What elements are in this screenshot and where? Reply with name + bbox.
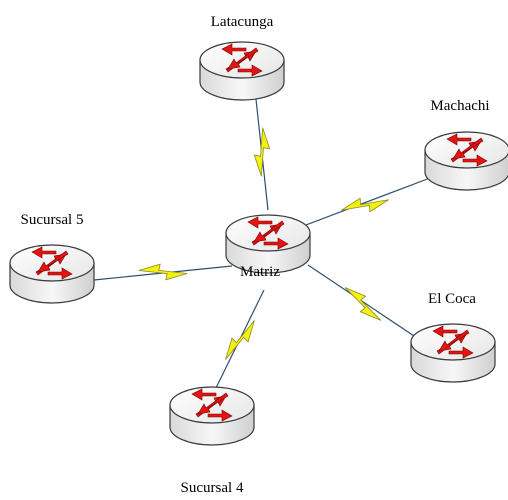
serial-link-lightning-icon <box>339 188 391 222</box>
serial-link-lightning-icon <box>137 261 189 283</box>
node-label-sucursal-5: Sucursal 5 <box>21 212 84 228</box>
router-icon <box>169 386 255 446</box>
link-el-coca <box>307 264 421 341</box>
node-label-machachi: Machachi <box>430 98 489 114</box>
router-icon <box>9 244 95 304</box>
link-sucursal-5 <box>93 261 233 283</box>
router-icon <box>199 41 285 101</box>
router-sucursal-4: Sucursal 4 <box>169 386 255 496</box>
node-label-sucursal-4: Sucursal 4 <box>181 480 244 496</box>
link-latacunga <box>250 89 274 211</box>
router-latacunga: Latacunga <box>199 14 285 101</box>
router-el-coca: El Coca <box>410 291 496 383</box>
link-machachi <box>297 177 431 229</box>
node-label-latacunga: Latacunga <box>211 14 274 30</box>
serial-link-lightning-icon <box>221 314 259 366</box>
router-icon <box>424 131 508 191</box>
serial-link-lightning-icon <box>250 126 274 178</box>
node-label-el-coca: El Coca <box>428 291 476 307</box>
router-machachi: Machachi <box>424 98 508 191</box>
node-label-matriz: Matriz <box>240 264 280 280</box>
router-sucursal-5: Sucursal 5 <box>9 212 95 304</box>
router-matriz: Matriz <box>225 214 311 280</box>
router-icon <box>410 323 496 383</box>
link-sucursal-4 <box>214 289 265 391</box>
